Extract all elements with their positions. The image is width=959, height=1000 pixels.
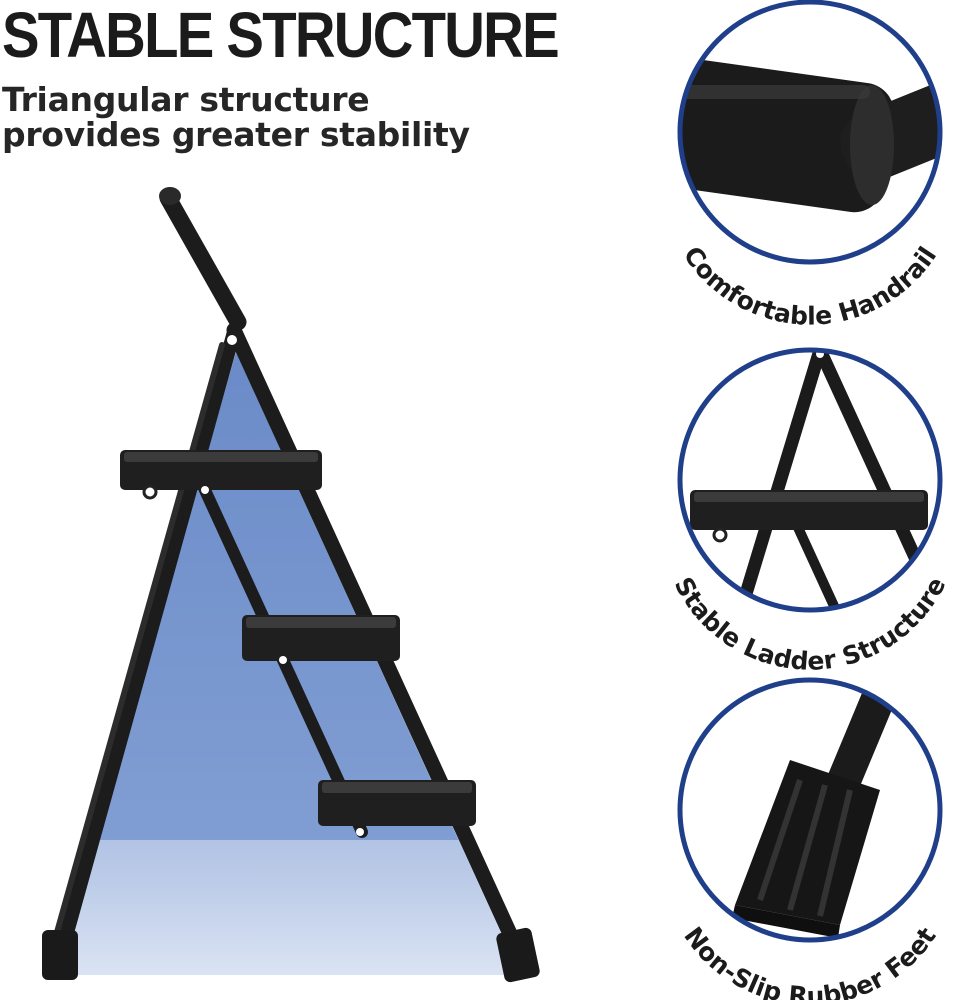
subheadline-line-1: Triangular structure: [2, 80, 370, 119]
step-ladder-illustration: [42, 187, 540, 983]
page-headline: STABLE STRUCTURE: [2, 0, 560, 71]
ladder-structure-closeup-icon: [690, 350, 936, 610]
rear-foot: [496, 927, 540, 983]
handrail: [159, 189, 247, 331]
callout-handrail: Comfortable Handrail: [640, 0, 959, 331]
step-bottom: [318, 780, 476, 826]
callout-rubber-feet: Non-Slip Rubber Feet: [640, 670, 959, 1000]
step-top: [120, 450, 322, 500]
front-leg: [51, 325, 241, 972]
callout-ladder-structure: Stable Ladder Structure: [640, 340, 959, 676]
front-foot: [42, 930, 78, 980]
subheadline-line-2: provides greater stability: [2, 115, 470, 154]
handrail-closeup-icon: [680, 57, 940, 213]
step-middle: [242, 615, 400, 661]
stability-floor-band: [58, 840, 520, 975]
